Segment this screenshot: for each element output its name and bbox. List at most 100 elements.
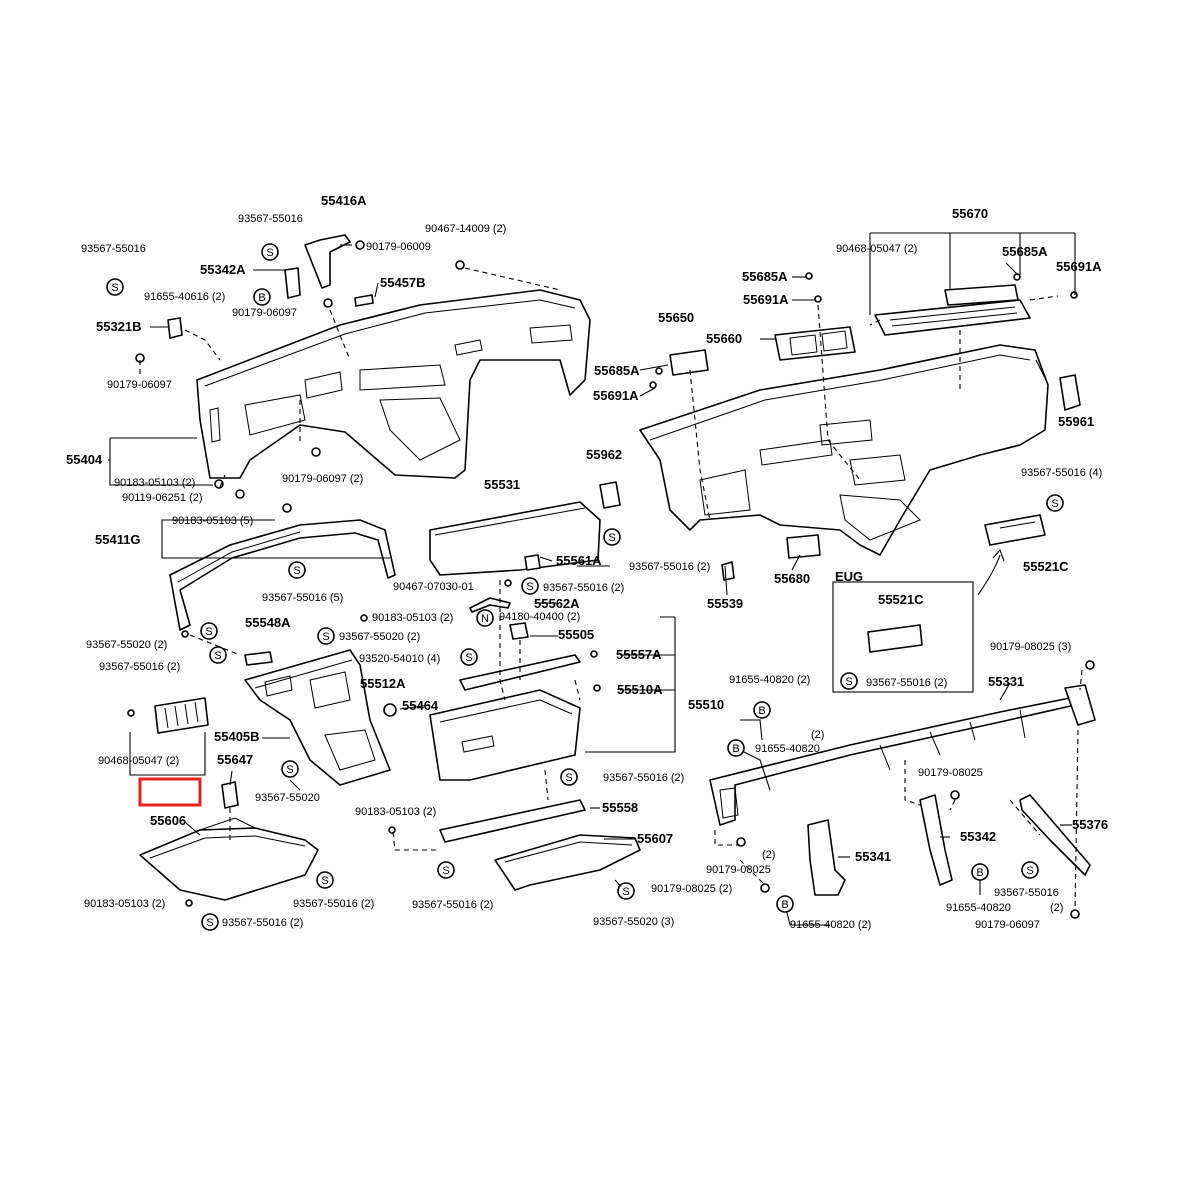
s-symbol-icon: S [200, 622, 218, 640]
label-55962: 55962 [586, 447, 622, 462]
s-symbol-icon: S [840, 672, 858, 690]
part-55561A [524, 554, 541, 571]
svg-text:B: B [758, 705, 765, 717]
b-symbol-icon: B [253, 288, 271, 306]
svg-text:S: S [286, 764, 293, 776]
s-symbol-icon: S [460, 648, 478, 666]
label-55548A: 55548A [245, 615, 291, 630]
svg-text:S: S [321, 875, 328, 887]
svg-text:S: S [206, 917, 213, 929]
label-90179-08025: 90179-08025 (2) [651, 883, 732, 895]
label-90179-08025: 90179-08025 [918, 767, 983, 779]
label-55558: 55558 [602, 800, 638, 815]
part-55432B [154, 697, 209, 734]
label-55531: 55531 [484, 477, 520, 492]
s-symbol-icon: S [201, 913, 219, 931]
label-93567-55016: 93567-55016 (5) [262, 592, 343, 604]
label-55505: 55505 [558, 627, 594, 642]
label-55685A: 55685A [594, 363, 640, 378]
label-55341: 55341 [855, 849, 891, 864]
s-symbol-icon: S [617, 882, 635, 900]
label-93567-55016: 93567-55016 (2) [99, 661, 180, 673]
b-symbol-icon: B [776, 895, 794, 913]
s-symbol-icon: S [317, 627, 335, 645]
label-91655-40820: 91655-40820 (2) [790, 919, 871, 931]
label-55342A: 55342A [200, 262, 246, 277]
label-55691A: 55691A [593, 388, 639, 403]
part-55457B [354, 294, 374, 307]
part-55321B [167, 317, 183, 339]
label-55961: 55961 [1058, 414, 1094, 429]
s-symbol-icon: S [560, 768, 578, 786]
label-55660: 55660 [706, 331, 742, 346]
svg-text:S: S [442, 865, 449, 877]
label-90179-06097: 90179-06097 [107, 379, 172, 391]
svg-text:S: S [1051, 498, 1058, 510]
label-55539: 55539 [707, 596, 743, 611]
label-90183-05103: 90183-05103 (2) [355, 806, 436, 818]
n-symbol-icon: N [476, 609, 494, 627]
label-55510A: 55510A [617, 682, 663, 697]
eug-bolt-label: 93567-55016 (2) [866, 677, 947, 689]
s-symbol-icon: S [281, 760, 299, 778]
label-93567-55020: 93567-55020 [255, 792, 320, 804]
part-55416A [304, 234, 351, 289]
label-93567-55016: 93567-55016 (2) [543, 582, 624, 594]
part-55962 [599, 481, 621, 509]
svg-text:S: S [293, 565, 300, 577]
svg-text:S: S [1026, 865, 1033, 877]
label-55376: 55376 [1072, 817, 1108, 832]
label-93567-55016: 93567-55016 (2) [222, 917, 303, 929]
s-symbol-icon: S [261, 243, 279, 261]
part-55505 [509, 622, 529, 640]
highlight-box-55432B [138, 777, 202, 807]
part-55548A [244, 651, 273, 666]
label-93567-55020: 93567-55020 (3) [593, 916, 674, 928]
label-90468-05047: 90468-05047 (2) [98, 755, 179, 767]
svg-text:S: S [565, 772, 572, 784]
label-paren-2: (2) [811, 729, 824, 741]
label-55650: 55650 [658, 310, 694, 325]
label-90183-05103: 90183-05103 (2) [84, 898, 165, 910]
label-91655-40820: 91655-40820 [755, 743, 820, 755]
label-55404: 55404 [66, 452, 103, 467]
part-55510 [429, 689, 581, 781]
label-90179-06009: 90179-06009 [366, 241, 431, 253]
s-symbol-icon: S [521, 577, 539, 595]
label-55342: 55342 [960, 829, 996, 844]
eug-title: EUG [835, 569, 863, 584]
part-55331 [709, 684, 1096, 826]
symbol-markers: S S B S S S S S S S S S N S S S S S S B … [106, 243, 1064, 931]
dashboard-left [196, 289, 591, 479]
label-55405B: 55405B [214, 729, 260, 744]
label-93567-55020: 93567-55020 (2) [339, 631, 420, 643]
b-symbol-icon: B [753, 701, 771, 719]
part-55376 [1019, 794, 1091, 876]
svg-text:S: S [526, 581, 533, 593]
part-55411G [169, 519, 396, 631]
svg-text:S: S [214, 650, 221, 662]
svg-text:S: S [111, 282, 118, 294]
part-55647 [221, 781, 239, 809]
label-90179-08025: 90179-08025 [706, 864, 771, 876]
label-55691A: 55691A [743, 292, 789, 307]
label-93567-55016: 93567-55016 (2) [603, 772, 684, 784]
label-paren-2: (2) [762, 849, 775, 861]
part-55512A [459, 654, 581, 691]
label-55670: 55670 [952, 206, 988, 221]
label-93567-55016: 93567-55016 (2) [293, 898, 374, 910]
label-90179-06097: 90179-06097 [232, 307, 297, 319]
s-symbol-icon: S [106, 278, 124, 296]
label-55416A: 55416A [321, 193, 367, 208]
s-symbol-icon: S [209, 646, 227, 664]
svg-text:S: S [608, 532, 615, 544]
label-55521C: 55521C [1023, 559, 1069, 574]
label-55557A: 55557A [616, 647, 662, 662]
label-93567-55016: 93567-55016 [994, 887, 1059, 899]
label-94180-40400: 94180-40400 (2) [499, 611, 580, 623]
label-55411G: 55411G [95, 532, 141, 547]
svg-text:S: S [845, 676, 852, 688]
vent-center-top [874, 284, 1031, 336]
part-55680 [786, 534, 821, 559]
b-symbol-icon: B [727, 739, 745, 757]
